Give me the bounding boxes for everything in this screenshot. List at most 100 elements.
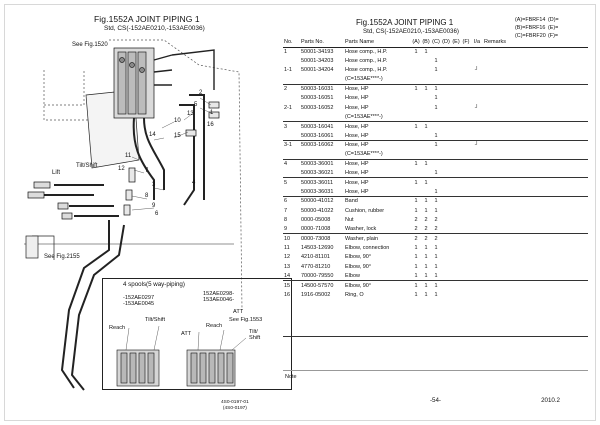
qty-c: [431, 47, 441, 56]
interchange-mark: [471, 253, 483, 262]
qty-d: [441, 225, 451, 234]
row-number: 14: [284, 272, 291, 279]
qty-d: [441, 262, 451, 271]
part-number: 14503-12690: [301, 244, 334, 251]
part-name: Ring, O: [345, 291, 364, 298]
qty-d: [441, 158, 451, 169]
qty-b: 2: [424, 225, 428, 232]
interchange-mark: [471, 158, 483, 169]
joint-piping-diagram: Fig.1552A JOINT PIPING 1 Std, CS(-152AE0…: [14, 10, 292, 411]
qty-d: [441, 150, 451, 159]
remarks: [483, 150, 588, 159]
part-number: 50000-41022: [301, 207, 334, 214]
qty-f: [461, 253, 471, 262]
qty-d: [441, 75, 451, 84]
col-f: (F): [461, 38, 471, 48]
qty-d: [441, 290, 451, 299]
four-spool-inset: 4 spools(5 way-piping) -152AE0297 -153AE…: [102, 278, 292, 390]
remarks: [483, 215, 588, 224]
qty-d: [441, 271, 451, 280]
col-parts-no: Parts No.: [300, 38, 344, 48]
qty-c: 2: [434, 216, 438, 223]
qty-c: 1: [434, 188, 438, 195]
qty-f: [461, 280, 471, 290]
page-number: -54-: [429, 397, 441, 404]
parts-list: Fig.1552A JOINT PIPING 1 Std, CS(-152AE0…: [283, 10, 588, 404]
interchange-mark: [471, 83, 483, 94]
qty-e: [451, 233, 461, 244]
row-number: 13: [284, 263, 291, 270]
col-no: No.: [283, 38, 300, 48]
interchange-mark: [471, 150, 483, 159]
qty-a: [411, 187, 421, 196]
qty-b: 1: [424, 254, 428, 261]
col-b: (B): [421, 38, 431, 48]
qty-f: [461, 206, 471, 215]
remarks: [483, 168, 588, 177]
qty-b: [421, 112, 431, 121]
interchange-mark: [471, 290, 483, 299]
row-number: [283, 131, 300, 140]
remarks: [483, 262, 588, 271]
qty-b: 1: [421, 121, 431, 132]
interchange-mark: [471, 112, 483, 121]
inset-serial-right: 152AE0298- 153AE0046-: [203, 291, 235, 304]
interchange-mark: [471, 225, 483, 234]
qty-b: [421, 75, 431, 84]
callout-7: 7: [145, 168, 149, 174]
inset-serial-left: -152AE0297 -153AE0045: [123, 295, 155, 308]
qty-e: [451, 262, 461, 271]
qty-e: [451, 56, 461, 65]
see-fig-1520-label: See Fig.1520: [72, 42, 108, 48]
qty-b: [421, 66, 431, 75]
callout-2: 2: [199, 90, 203, 96]
qty-f: [461, 158, 471, 169]
part-number: 14500-57570: [300, 280, 344, 290]
remarks: [483, 139, 588, 150]
parts-table: No. Parts No. Parts Name (A) (B) (C) (D)…: [283, 38, 588, 299]
qty-d: [441, 215, 451, 224]
interchange-mark: [471, 233, 483, 244]
qty-a: [411, 66, 421, 75]
callout-15: 15: [174, 133, 181, 139]
qty-c: 1: [431, 139, 441, 150]
figure-subtitle: Std, CS(-152AE0210,-153AE0036): [104, 25, 205, 32]
note-rule: [283, 370, 588, 371]
interchange-mark: ┘: [475, 67, 479, 74]
part-name: Washer, lock: [345, 225, 377, 232]
callout-1: 1: [210, 110, 214, 116]
qty-a: [411, 75, 421, 84]
part-number: 50000-41012: [300, 195, 344, 206]
remarks: [483, 158, 588, 169]
part-number: 50003-16041: [300, 121, 344, 132]
interchange-mark: [471, 206, 483, 215]
remarks: [483, 112, 588, 121]
part-number: 4210-81101: [301, 254, 330, 261]
remarks: [483, 290, 588, 299]
model-code-row: (C)=FBRF20(F)=: [515, 33, 559, 39]
interchange-mark: [471, 215, 483, 224]
part-name: (C=153AE****-): [345, 113, 383, 120]
row-number: [283, 112, 300, 121]
qty-c: 1: [434, 104, 438, 111]
qty-e: [451, 83, 461, 94]
qty-d: [441, 94, 451, 103]
qty-e: [451, 168, 461, 177]
part-number: [300, 75, 344, 84]
qty-b: [421, 103, 431, 112]
qty-e: [451, 158, 461, 169]
qty-c: 1: [434, 207, 438, 214]
part-name: Hose, HP: [344, 139, 411, 150]
qty-f: [461, 215, 471, 224]
callout-10: 10: [174, 118, 181, 124]
part-number: 50003-16052: [301, 104, 334, 111]
qty-a: 1: [411, 177, 421, 188]
interchange-mark: [471, 243, 483, 252]
part-number: 50003-36021: [301, 169, 334, 176]
